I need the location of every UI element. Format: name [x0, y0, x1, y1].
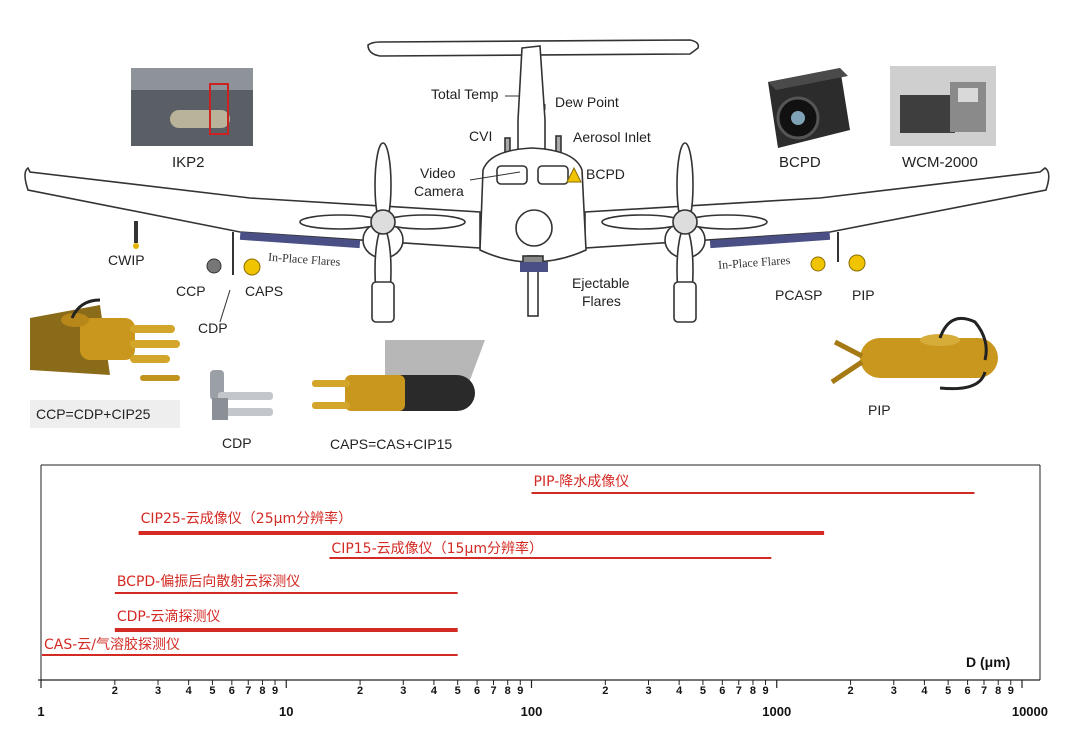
- video-camera-label-line2: Camera: [414, 183, 464, 199]
- x-minor-label: 2: [112, 685, 118, 697]
- x-minor-label: 6: [719, 685, 725, 697]
- x-axis-label: D (μm): [966, 654, 1010, 670]
- x-minor-label: 2: [848, 685, 854, 697]
- right-main-gear: [673, 281, 697, 323]
- video-camera-label-line1: Video: [420, 165, 456, 181]
- range-bar-label: CIP25-云成像仪（25μm分辨率）: [141, 510, 353, 527]
- x-minor-label: 8: [750, 685, 756, 697]
- x-decade-label: 100: [521, 704, 543, 719]
- x-minor-label: 9: [1008, 685, 1014, 697]
- left-flares-label: In-Place Flares: [268, 250, 341, 269]
- right-flares-label: In-Place Flares: [718, 253, 791, 272]
- range-bars: PIP-降水成像仪 CIP25-云成像仪（25μm分辨率） CIP15-云成像仪（1…: [42, 474, 975, 656]
- x-minor-label: 7: [981, 685, 987, 697]
- x-minor-label: 6: [474, 685, 480, 697]
- x-decade-label: 10: [279, 704, 293, 719]
- caps-label: CAPS: [245, 283, 283, 299]
- x-minor-label: 3: [400, 685, 406, 697]
- right-window: [537, 165, 569, 185]
- nose-cone: [515, 209, 553, 247]
- x-minor-label: 2: [357, 685, 363, 697]
- bcpd-nose-label: BCPD: [586, 166, 625, 182]
- x-minor-label: 2: [602, 685, 608, 697]
- ccp-probe-marker: [206, 258, 222, 274]
- pcasp-probe-marker: [810, 256, 826, 272]
- range-bar-label: PIP-降水成像仪: [534, 474, 630, 490]
- wcm-caption: WCM-2000: [902, 154, 978, 171]
- pip-photo: [830, 317, 998, 391]
- left-main-gear: [371, 281, 395, 323]
- left-flare-rack: [239, 231, 361, 249]
- x-minor-label: 9: [272, 685, 278, 697]
- ejectable-flares-marker: [520, 262, 548, 272]
- total-temp-label: Total Temp: [431, 86, 499, 102]
- ccp-photo: [30, 298, 180, 428]
- right-flare-rack: [709, 231, 831, 249]
- x-decade-label: 1: [37, 704, 44, 719]
- ikp2-caption: IKP2: [172, 154, 205, 171]
- bcpd-nose-marker: [566, 166, 582, 183]
- cwip-probe-tip: [133, 243, 139, 249]
- x-decade-label: 10000: [1012, 704, 1048, 719]
- x-minor-label: 4: [921, 685, 928, 697]
- x-minor-label: 3: [891, 685, 897, 697]
- x-minor-label: 7: [245, 685, 251, 697]
- x-minor-label: 3: [645, 685, 651, 697]
- x-minor-label: 7: [490, 685, 496, 697]
- ejectable-flares-label-line1: Ejectable: [572, 275, 630, 291]
- aerosol-inlet-label: Aerosol Inlet: [573, 129, 651, 145]
- dew-point-label: Dew Point: [555, 94, 619, 110]
- x-minor-label: 8: [995, 685, 1001, 697]
- x-minor-label: 5: [455, 685, 461, 697]
- ccp-photo-caption: CCP=CDP+CIP25: [36, 406, 151, 422]
- x-minor-label: 5: [209, 685, 215, 697]
- x-minor-label: 5: [700, 685, 706, 697]
- range-bar-label: CDP-云滴探测仪: [117, 608, 221, 625]
- aircraft-drawing: [24, 39, 1050, 323]
- pip-wing-label: PIP: [852, 287, 875, 303]
- pcasp-label: PCASP: [775, 287, 822, 303]
- x-minor-label: 7: [736, 685, 742, 697]
- range-bar-label: BCPD-偏振后向散射云探测仪: [117, 574, 300, 590]
- x-minor-label: 4: [676, 685, 683, 697]
- bcpd-caption: BCPD: [779, 154, 821, 171]
- x-minor-label: 6: [229, 685, 235, 697]
- leader-lines: [219, 95, 546, 323]
- cvi-label: CVI: [469, 128, 492, 144]
- cdp-label: CDP: [198, 320, 228, 336]
- ccp-label: CCP: [176, 283, 206, 299]
- pip-probe-marker: [848, 254, 866, 272]
- caps-probe-marker: [243, 258, 261, 276]
- x-minor-label: 4: [431, 685, 438, 697]
- x-minor-label: 3: [155, 685, 161, 697]
- range-bar-label: CIP15-云成像仪（15μm分辨率）: [331, 540, 543, 557]
- vertical-fin: [517, 45, 546, 151]
- ejectable-flares-label-line2: Flares: [582, 293, 621, 309]
- x-minor-label: 9: [517, 685, 523, 697]
- x-minor-label: 8: [259, 685, 265, 697]
- x-minor-label: 4: [186, 685, 193, 697]
- pip-photo-caption: PIP: [868, 402, 891, 418]
- cdp-photo-caption: CDP: [222, 435, 252, 451]
- x-decade-label: 1000: [762, 704, 791, 719]
- ikp2-photo: [131, 68, 253, 146]
- caps-photo: [312, 340, 485, 411]
- x-minor-label: 8: [505, 685, 511, 697]
- x-minor-label: 6: [965, 685, 971, 697]
- caps-photo-caption: CAPS=CAS+CIP15: [330, 436, 452, 452]
- cwip-label: CWIP: [108, 252, 145, 268]
- bcpd-photo: [768, 68, 850, 148]
- range-bar-label: CAS-云/气溶胶探测仪: [44, 636, 180, 653]
- cwip-probe-marker: [134, 221, 138, 243]
- wcm-photo: [890, 66, 996, 146]
- x-minor-label: 9: [762, 685, 768, 697]
- cdp-photo: [210, 370, 273, 420]
- right-propeller: [601, 142, 768, 313]
- left-window: [496, 165, 528, 185]
- x-minor-label: 5: [945, 685, 951, 697]
